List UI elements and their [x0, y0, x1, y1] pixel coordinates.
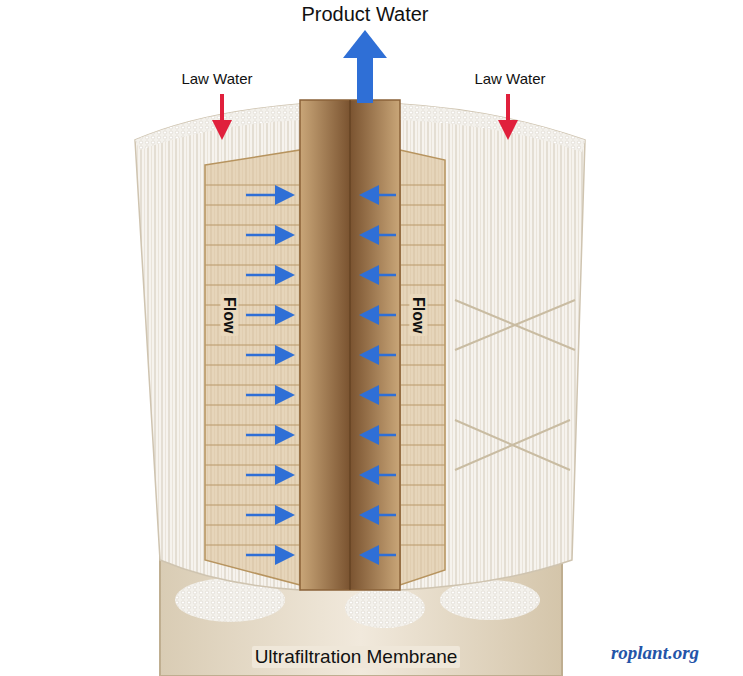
watermark: roplant.org: [611, 642, 699, 664]
flow-arrow: [364, 354, 396, 357]
flow-arrow: [246, 354, 290, 357]
flow-arrows: [246, 195, 396, 555]
flow-arrow: [246, 434, 290, 437]
panel-slats: [205, 185, 300, 545]
fiber-ends: [345, 588, 425, 628]
tube-seam: [350, 100, 351, 590]
flow-arrow: [364, 194, 396, 197]
support-panel: [205, 150, 300, 585]
fiber-bundle: [400, 104, 585, 590]
flow-arrow: [246, 394, 290, 397]
flow-arrow: [364, 394, 396, 397]
inlet-label: Law Water: [181, 70, 252, 87]
product-arrow-head: [343, 30, 387, 58]
support-panel: [400, 150, 445, 585]
flow-arrow: [364, 514, 396, 517]
flow-arrow: [364, 474, 396, 477]
outlet-label: Product Water: [301, 3, 428, 26]
flow-arrow: [364, 434, 396, 437]
fiber-ends: [400, 104, 585, 152]
flow-arrow: [364, 314, 396, 317]
flow-label: Flow: [409, 294, 427, 336]
product-arrow: [357, 55, 373, 103]
inlet-arrow: [220, 94, 224, 132]
collection-tube: [300, 100, 400, 590]
bundle-ties: [455, 300, 575, 470]
flow-arrow: [246, 474, 290, 477]
flow-arrow: [246, 194, 290, 197]
caption-label: Ultrafiltration Membrane: [252, 646, 461, 668]
panel-slats: [400, 185, 445, 545]
fiber-bundle: [135, 104, 300, 590]
flow-arrow: [246, 554, 290, 557]
flow-arrow: [364, 554, 396, 557]
inlet-arrow: [506, 94, 510, 132]
flow-arrow: [246, 234, 290, 237]
inlet-label: Law Water: [474, 70, 545, 87]
flow-arrow: [246, 274, 290, 277]
fiber-ends: [135, 104, 300, 150]
flow-arrow: [246, 314, 290, 317]
flow-arrow: [364, 274, 396, 277]
flow-arrow: [364, 234, 396, 237]
flow-label: Flow: [220, 294, 238, 336]
flow-arrow: [246, 514, 290, 517]
